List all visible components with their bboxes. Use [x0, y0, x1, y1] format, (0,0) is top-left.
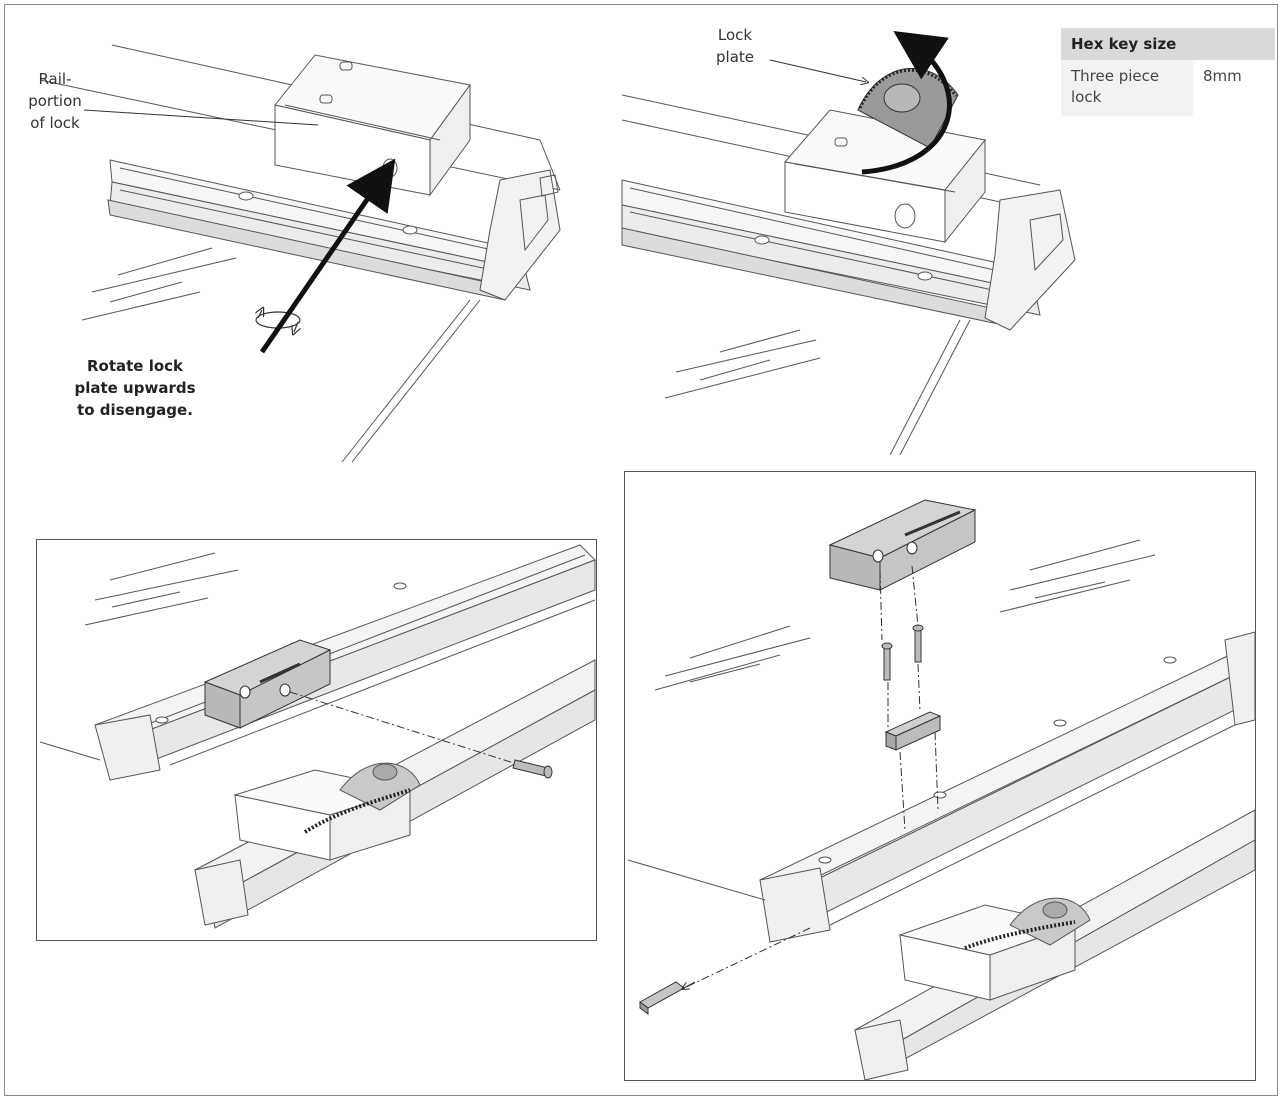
lock-plate-leader — [769, 59, 866, 82]
lock-plate-label: Lock plate — [716, 26, 754, 66]
removed-pin — [639, 981, 685, 1015]
rail-portion-label: Rail- portion of lock — [28, 70, 82, 132]
assembly-axis-lines — [679, 565, 939, 991]
hex-table-header: Hex key size — [1061, 28, 1275, 60]
mounting-screws — [881, 624, 924, 681]
lock-cover-block — [828, 499, 977, 591]
panel-remove-parts — [627, 539, 1256, 1081]
page-frame — [4, 4, 1278, 1096]
panel-lock-plate-rotation — [621, 67, 1076, 456]
hex-key-arrow — [259, 158, 396, 354]
hex-table-size: 8mm — [1193, 60, 1275, 116]
rail-lock-block — [203, 639, 332, 729]
small-clamp-block — [884, 711, 942, 751]
table-row: Three piece lock 8mm — [1061, 60, 1275, 116]
instruction-text: Rotate lock plate upwards to disengage. — [74, 357, 196, 419]
hex-table-item: Three piece lock — [1061, 60, 1193, 116]
screw — [512, 759, 553, 779]
rotate-up-arrow — [861, 30, 952, 175]
detail-panel-remove-parts — [624, 471, 1256, 1081]
rail-portion-leader — [83, 109, 319, 126]
hex-key-size-table: Hex key size Three piece lock 8mm — [1061, 28, 1275, 116]
detail-panel-remove-screw — [36, 539, 597, 941]
